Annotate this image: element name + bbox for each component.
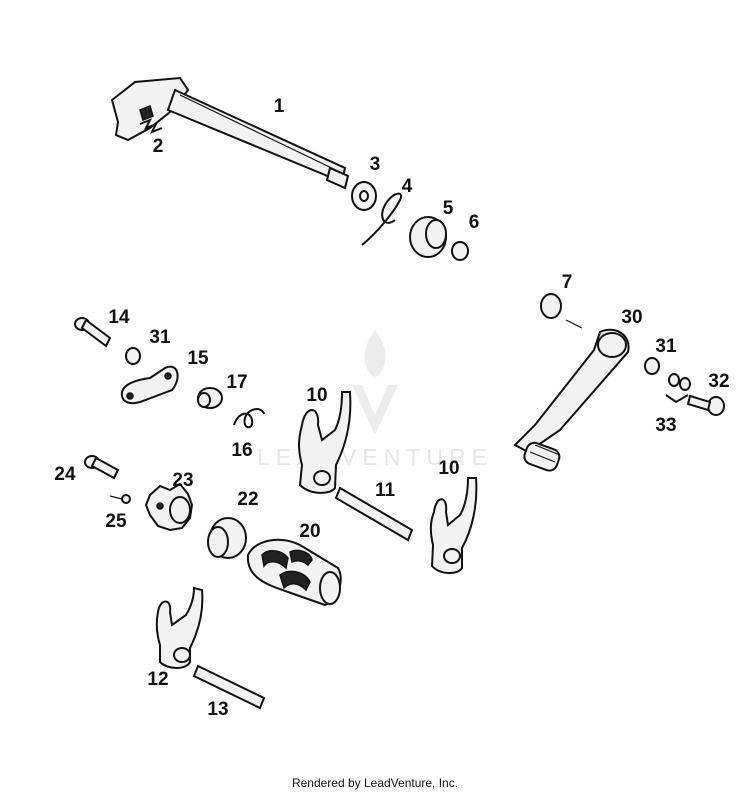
label-7: 7 bbox=[562, 272, 573, 293]
label-11: 11 bbox=[375, 480, 396, 501]
label-17: 17 bbox=[226, 372, 247, 393]
label-24: 24 bbox=[54, 464, 76, 485]
label-14: 14 bbox=[108, 307, 130, 328]
label-10-lower: 10 bbox=[438, 458, 459, 479]
part-rod-11 bbox=[334, 486, 414, 542]
part-washer-left bbox=[125, 347, 141, 365]
part-rod-13 bbox=[192, 664, 266, 710]
label-1: 1 bbox=[274, 96, 285, 117]
part-bolt-24 bbox=[84, 455, 120, 480]
watermark-text: LEADVENTURE bbox=[257, 444, 493, 470]
part-33-bracket bbox=[665, 394, 689, 404]
part-bearing-ring bbox=[207, 517, 247, 559]
label-30: 30 bbox=[621, 307, 642, 328]
footer-credit: Rendered by LeadVenture, Inc. bbox=[291, 776, 459, 790]
label-6: 6 bbox=[469, 212, 480, 233]
part-spring-clip bbox=[361, 192, 403, 246]
label-12: 12 bbox=[147, 669, 168, 690]
label-23: 23 bbox=[172, 470, 193, 491]
part-ring bbox=[451, 241, 469, 261]
part-spring-16 bbox=[233, 408, 265, 429]
label-10-upper: 10 bbox=[306, 385, 327, 406]
part-seal bbox=[540, 293, 562, 319]
part-spring-small bbox=[139, 118, 163, 134]
part-bushing-17 bbox=[197, 387, 223, 409]
part-bolt-right bbox=[686, 394, 725, 416]
part-nut-25 bbox=[121, 494, 131, 504]
part-bushing bbox=[409, 216, 447, 258]
label-22: 22 bbox=[237, 489, 258, 510]
label-25: 25 bbox=[105, 511, 127, 532]
label-16: 16 bbox=[231, 440, 252, 461]
part-shift-fork-lower bbox=[429, 477, 478, 574]
part-shift-shaft bbox=[110, 76, 350, 190]
part-washer-small-b bbox=[679, 377, 691, 391]
label-31-right: 31 bbox=[655, 336, 677, 357]
part-shift-fork-12 bbox=[155, 586, 204, 669]
part-star-wheel bbox=[144, 482, 194, 532]
part-shift-fork-upper bbox=[298, 391, 352, 494]
label-20: 20 bbox=[299, 521, 320, 542]
part-locking-plate bbox=[120, 365, 179, 405]
label-5: 5 bbox=[443, 198, 454, 219]
part-shift-lever bbox=[513, 328, 630, 472]
label-3: 3 bbox=[370, 154, 381, 175]
part-washer-right bbox=[644, 357, 660, 375]
part-shift-drum bbox=[246, 538, 342, 607]
label-2: 2 bbox=[153, 136, 164, 157]
label-33: 33 bbox=[655, 415, 676, 436]
label-4: 4 bbox=[402, 176, 413, 197]
label-13: 13 bbox=[207, 699, 228, 720]
label-31-left: 31 bbox=[149, 327, 171, 348]
label-32: 32 bbox=[708, 371, 729, 392]
leadventure-watermark: LEADVENTURE bbox=[257, 330, 493, 470]
part-washer-small-a bbox=[668, 373, 680, 387]
part-number-labels: 1 2 3 4 5 6 7 30 14 31 15 17 16 10 31 32… bbox=[54, 96, 729, 720]
label-15: 15 bbox=[187, 348, 209, 369]
part-bolt-14 bbox=[74, 317, 112, 348]
